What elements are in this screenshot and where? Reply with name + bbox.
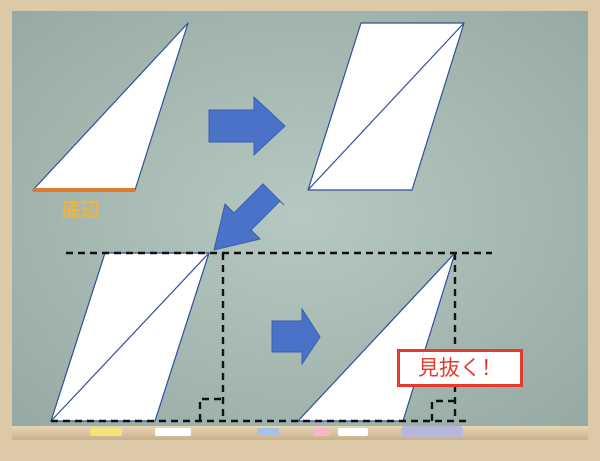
arrow-right-icon [208,95,286,157]
chalk-piece [257,428,279,436]
callout-box: 見抜く！ [397,349,523,387]
eraser [401,426,463,438]
base-label: 底辺 [62,199,101,221]
parallelogram-with-height-diagonal [50,252,210,422]
right-angle-marker-right [430,399,455,421]
dashed-guides [51,251,492,423]
parallelogram-diagonal [307,22,465,191]
chalk-piece [90,428,122,436]
arrow-down-left-icon [213,183,285,251]
right-angle-marker-left [198,397,223,421]
arrow-right-icon [271,307,321,366]
chalk-piece [155,428,191,436]
chalk-piece [338,428,368,436]
callout-text: 見抜く！ [418,356,502,380]
chalk-piece [314,428,330,436]
